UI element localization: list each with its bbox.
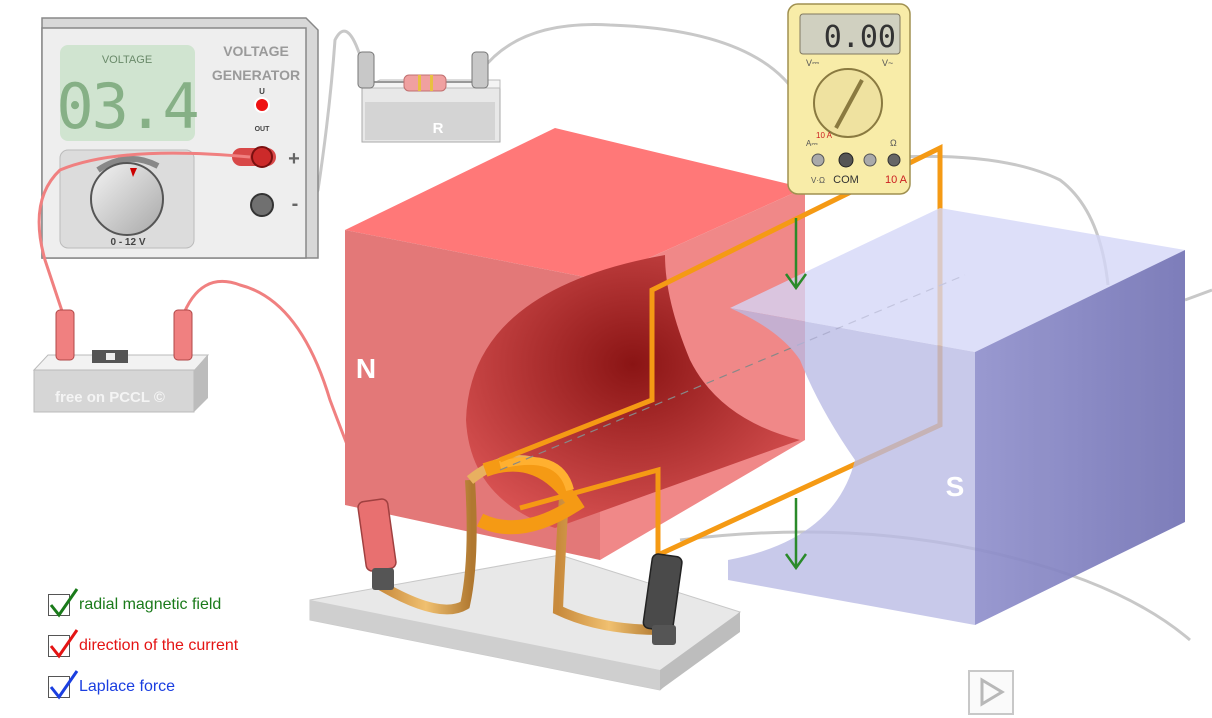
resistor-body — [403, 74, 447, 92]
svg-text:V~: V~ — [882, 58, 893, 68]
svg-text:V·Ω: V·Ω — [811, 176, 825, 185]
minus-terminal[interactable] — [250, 193, 274, 217]
led-label: U — [259, 87, 265, 96]
vohm-jack[interactable] — [811, 153, 825, 167]
generator-title-2: GENERATOR — [212, 67, 300, 83]
svg-text:V⎓: V⎓ — [806, 58, 819, 68]
clip-left[interactable] — [55, 309, 75, 361]
plus-label: + — [288, 148, 300, 170]
switch-box: free on PCCL © — [32, 309, 210, 413]
minus-label: - — [292, 193, 299, 215]
option-laplace-force[interactable]: Laplace force — [48, 670, 176, 700]
voltage-display-value: 03.4 — [56, 70, 197, 143]
north-label: N — [356, 353, 376, 384]
resistor-clip-left[interactable] — [357, 51, 375, 89]
option-laplace-force-label: Laplace force — [79, 678, 176, 695]
multimeter-display-frame — [799, 13, 901, 55]
option-current-direction[interactable]: direction of the current — [48, 629, 239, 659]
red-probe[interactable] — [357, 498, 397, 590]
resistor-label: R — [433, 120, 444, 137]
svg-text:A⎓: A⎓ — [806, 139, 818, 148]
amp-jack[interactable] — [887, 153, 901, 167]
svg-text:10 A: 10 A — [816, 131, 833, 140]
out-label: OUT — [255, 126, 271, 133]
resistor-box: R — [357, 51, 501, 143]
com-jack[interactable] — [838, 152, 854, 168]
checkbox-radial-field[interactable] — [48, 588, 79, 618]
generator-title-1: VOLTAGE — [223, 43, 289, 59]
option-radial-field-label: radial magnetic field — [79, 596, 222, 613]
option-radial-field[interactable]: radial magnetic field — [48, 588, 222, 618]
svg-text:Ω: Ω — [890, 138, 897, 148]
option-current-direction-label: direction of the current — [79, 637, 239, 654]
clip-right[interactable] — [173, 309, 193, 361]
coil — [377, 455, 661, 635]
play-icon — [980, 677, 1005, 707]
svg-text:10 A: 10 A — [885, 174, 908, 186]
base-board — [309, 554, 741, 691]
range-label: 0 - 12 V — [110, 237, 145, 248]
checkbox-laplace-force[interactable] — [48, 670, 79, 700]
voltage-display — [60, 45, 195, 141]
black-probe[interactable] — [642, 553, 683, 645]
voltage-knob[interactable] — [90, 162, 164, 236]
play-button[interactable] — [968, 670, 1014, 715]
multimeter: 0.00 V⎓ V~ A⎓ Ω 10 A V·Ω COM 10 A — [787, 3, 911, 195]
plus-terminal[interactable] — [251, 146, 273, 168]
svg-text:COM: COM — [833, 174, 859, 186]
south-label: S — [946, 471, 965, 502]
multimeter-display: 0.00 — [824, 20, 896, 55]
north-magnet: N — [345, 128, 805, 560]
switch-box-label: free on PCCL © — [55, 389, 165, 406]
power-led — [254, 97, 270, 113]
checkbox-current-direction[interactable] — [48, 629, 79, 659]
resistor-clip-right[interactable] — [471, 51, 489, 89]
voltage-display-label: VOLTAGE — [102, 54, 152, 66]
mid-jack — [863, 153, 877, 167]
voltage-generator: VOLTAGE 03.4 VOLTAGE GENERATOR U OUT 0 -… — [41, 17, 319, 259]
field-arrows — [784, 218, 808, 571]
south-magnet: S — [728, 208, 1185, 625]
